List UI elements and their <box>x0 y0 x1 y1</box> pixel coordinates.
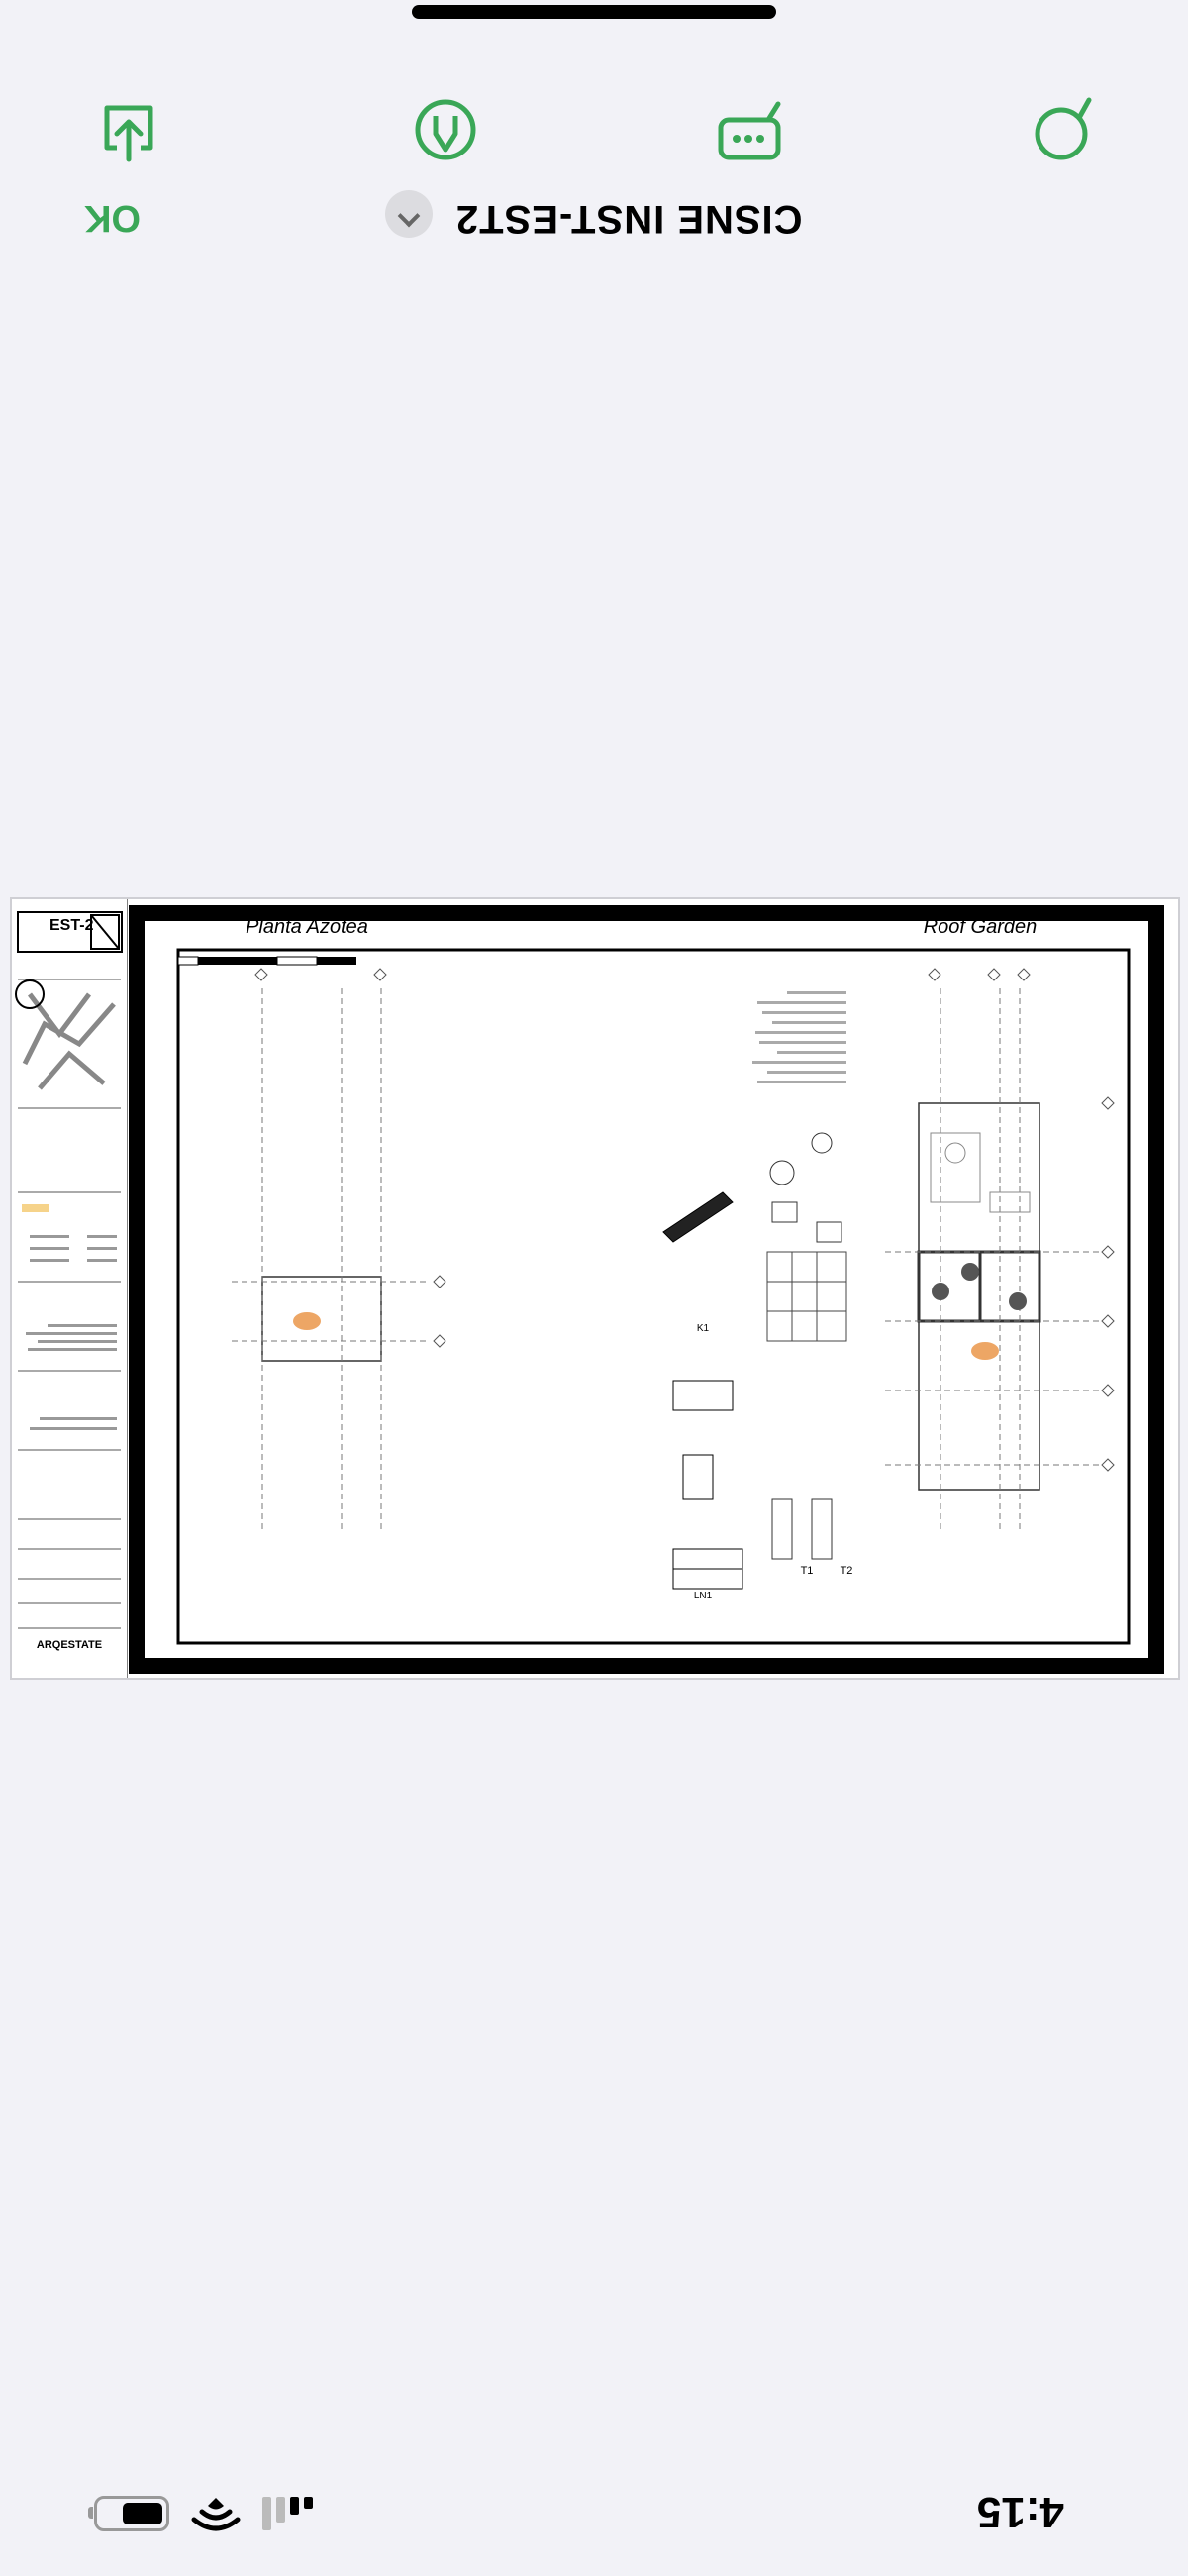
detail-ln1: LN1 <box>694 1591 713 1601</box>
markup-pen-icon[interactable] <box>406 90 485 169</box>
markup-toolbar <box>0 51 1188 169</box>
comment-icon[interactable] <box>713 90 792 169</box>
share-download-icon[interactable] <box>89 90 168 169</box>
cellular-signal-icon <box>262 2497 313 2530</box>
lasso-icon[interactable] <box>1022 90 1101 169</box>
architectural-drawing: Roof Garden T1 T2 <box>12 899 1164 1678</box>
wifi-icon <box>191 2498 241 2531</box>
status-icons <box>88 2496 313 2531</box>
brand-logo-text: ARQESTATE <box>37 1639 102 1651</box>
home-indicator[interactable] <box>412 5 776 19</box>
detail-k1: K1 <box>697 1323 710 1334</box>
status-bar: 4:15 <box>0 2467 1188 2576</box>
roof-garden-title: Roof Garden <box>924 916 1038 938</box>
planta-azotea-title: Planta Azotea <box>246 916 368 938</box>
sheet-id: EST-2 <box>50 917 94 934</box>
battery-icon <box>88 2496 169 2531</box>
title-chevron-icon[interactable] <box>385 190 434 239</box>
status-time: 4:15 <box>976 2488 1064 2536</box>
detail-t1: T1 <box>801 1565 814 1577</box>
document-title-bar: CISNE INST-EST2 <box>0 186 1188 241</box>
pdf-page[interactable]: Roof Garden T1 T2 <box>10 897 1180 1680</box>
detail-t2: T2 <box>841 1565 853 1577</box>
document-title[interactable]: CISNE INST-EST2 <box>454 197 803 241</box>
